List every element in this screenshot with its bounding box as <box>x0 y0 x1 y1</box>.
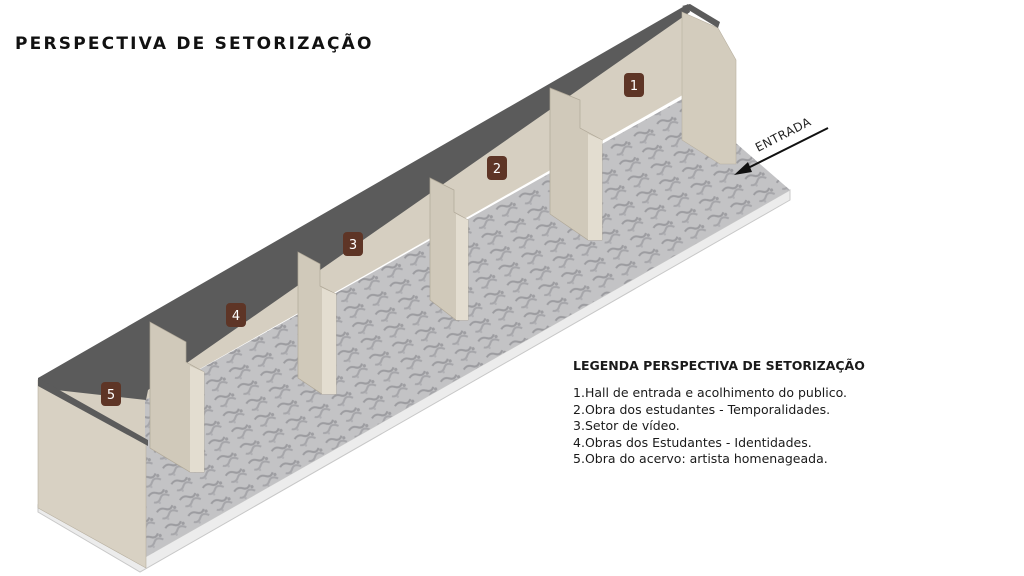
legend-item-text: Hall de entrada e acolhimento do publico… <box>584 385 847 400</box>
diagram-title: PERSPECTIVA DE SETORIZAÇÃO <box>15 34 374 54</box>
zone-badge-4: 4 <box>226 303 246 327</box>
legend-item-number: 2. <box>573 401 585 417</box>
zone-badge-3: 3 <box>343 232 363 256</box>
legend-item-number: 4. <box>573 434 585 450</box>
legend-list: 1.Hall de entrada e acolhimento do publi… <box>573 385 993 468</box>
legend-item-text: Obras dos Estudantes - Identidades. <box>584 434 812 450</box>
legend-item-text: Obra dos estudantes - Temporalidades. <box>584 401 831 417</box>
legend-title: LEGENDA PERSPECTIVA DE SETORIZAÇÃO <box>573 358 865 373</box>
partition-wall-1 <box>549 87 603 241</box>
back-wall <box>38 6 688 548</box>
legend-item-number: 1. <box>573 385 585 400</box>
entrance-label: ENTRADA <box>753 115 814 155</box>
svg-text:4: 4 <box>232 309 240 324</box>
svg-text:3: 3 <box>349 238 357 253</box>
legend-item-number: 3. <box>573 418 585 433</box>
legend-item: 1.Hall de entrada e acolhimento do publi… <box>573 385 993 402</box>
wall-top-edge <box>38 4 690 400</box>
left-end-wall-top <box>38 378 148 446</box>
right-end-wall <box>681 11 737 165</box>
partition-wall-4 <box>149 321 205 473</box>
entrance-arrow-icon <box>734 127 829 175</box>
partition-wall-2 <box>429 177 469 321</box>
legend-item: 2.Obra dos estudantes - Temporalidades. <box>573 402 993 419</box>
legend-item: 5.Obra do acervo: artista homenageada. <box>573 451 993 468</box>
legend: LEGENDA PERSPECTIVA DE SETORIZAÇÃO 1.Hal… <box>573 358 993 468</box>
floor <box>140 98 790 560</box>
partition-wall-3 <box>297 251 337 395</box>
zone-badge-5: 5 <box>101 382 121 406</box>
legend-item-text: Setor de vídeo. <box>584 418 680 433</box>
legend-item-number: 5. <box>573 451 585 466</box>
legend-item-text: Obra do acervo: artista homenageada. <box>584 451 828 466</box>
zone-badge-1: 1 <box>624 73 644 97</box>
svg-text:1: 1 <box>630 79 638 94</box>
legend-item: 3.Setor de vídeo. <box>573 418 993 435</box>
svg-text:2: 2 <box>493 162 501 177</box>
zone-badge-2: 2 <box>487 156 507 180</box>
legend-item: 4.Obras dos Estudantes - Identidades. <box>573 435 993 452</box>
svg-text:5: 5 <box>107 388 115 403</box>
right-end-wall-top <box>682 4 720 28</box>
